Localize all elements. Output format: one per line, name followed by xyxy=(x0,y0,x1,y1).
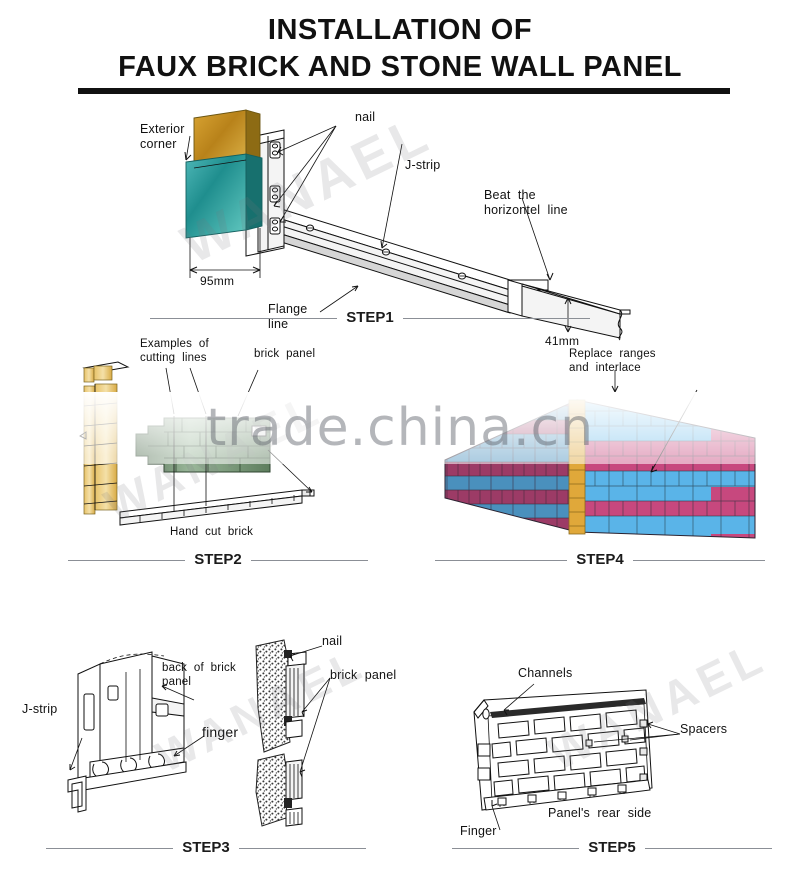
page-title: INSTALLATION OF FAUX BRICK AND STONE WAL… xyxy=(0,12,800,86)
flange-nail-plates xyxy=(269,141,281,235)
finger-clips xyxy=(83,747,187,791)
step2-caption-text: STEP2 xyxy=(194,551,242,568)
cross-section xyxy=(255,639,307,827)
label-nail-s3: nail xyxy=(322,634,343,648)
label-back-of-panel: back of brick panel xyxy=(162,662,236,688)
label-brick-panel-s3: brick panel xyxy=(330,668,397,682)
label-brick-panel-s2: brick panel xyxy=(254,348,316,360)
step2-drawing xyxy=(79,361,315,526)
step2-caption: STEP2 xyxy=(68,551,368,569)
label-hand-cut-brick: Hand cut brick xyxy=(170,526,254,538)
step1-caption-text: STEP1 xyxy=(346,309,394,326)
step5-caption-text: STEP5 xyxy=(588,839,636,856)
caption-rule-left xyxy=(46,848,174,849)
step3-caption: STEP3 xyxy=(46,839,366,857)
step1-caption: STEP1 xyxy=(150,309,590,327)
corner-column-graphic xyxy=(79,361,130,515)
corner-column-step4 xyxy=(568,399,586,535)
label-nail: nail xyxy=(355,110,376,124)
step1-leader-lines xyxy=(184,125,554,313)
j-strip-graphic xyxy=(277,207,631,341)
lower-j-strip-graphic xyxy=(119,489,315,526)
caption-rule-left xyxy=(68,560,186,561)
step1-drawing xyxy=(184,109,631,341)
label-flange-line: Flange line xyxy=(268,302,308,331)
label-spacers: Spacers xyxy=(680,722,728,736)
step3-leader-lines xyxy=(69,645,331,773)
step5-caption: STEP5 xyxy=(452,839,772,857)
caption-rule-right xyxy=(402,318,590,319)
step5-leader-lines xyxy=(491,683,681,831)
step4-caption: STEP4 xyxy=(435,551,765,569)
label-exterior-corner: Exterior corner xyxy=(140,122,185,151)
caption-rule-left xyxy=(452,848,580,849)
left-wall xyxy=(445,400,577,532)
label-cutting-lines: Examples of cutting lines xyxy=(140,338,209,364)
dim-95-graphic xyxy=(189,228,261,278)
label-replace-ranges: Replace ranges and interlace xyxy=(569,348,656,374)
label-dim-95mm: 95mm xyxy=(200,274,235,288)
step2-panel: Examples of cutting lines brick panel Ha… xyxy=(62,338,382,540)
title-line-2: FAUX BRICK AND STONE WALL PANEL xyxy=(118,51,682,84)
label-finger-s5: Finger xyxy=(460,824,497,838)
exterior-corner-graphic xyxy=(185,109,263,239)
brick-panel-graphic xyxy=(135,417,271,473)
step1-panel: Exterior corner nail J-strip Beat the ho… xyxy=(140,100,670,348)
title-underline xyxy=(78,88,730,94)
step5-panel: Channels Spacers Finger Panel's rear sid… xyxy=(442,662,782,840)
j-strip-assembly xyxy=(67,651,187,813)
right-wall xyxy=(577,400,755,538)
label-dim-41mm: 41mm xyxy=(545,334,580,348)
panel-rear-graphic xyxy=(473,689,653,811)
strip-nail-holes xyxy=(305,224,467,280)
label-j-strip-s3: J-strip xyxy=(22,702,58,716)
step3-drawing xyxy=(67,639,331,827)
caption-rule-right xyxy=(644,848,772,849)
label-j-strip: J-strip xyxy=(405,158,441,172)
step5-drawing xyxy=(473,683,681,831)
caption-rule-right xyxy=(238,848,366,849)
label-beat-horizontal-line: Beat the horizontel line xyxy=(484,188,568,217)
brick-cavities xyxy=(491,709,646,797)
title-line-1: INSTALLATION OF xyxy=(267,14,533,46)
label-panel-rear-side: Panel's rear side xyxy=(548,806,652,820)
caption-rule-left xyxy=(150,318,338,319)
step4-caption-text: STEP4 xyxy=(576,551,624,568)
label-finger-s3: finger xyxy=(202,724,239,740)
caption-rule-right xyxy=(632,560,765,561)
step3-panel: J-strip back of brick panel finger nail … xyxy=(22,612,397,838)
caption-rule-left xyxy=(435,560,568,561)
dim-41-graphic xyxy=(564,297,572,333)
step3-caption-text: STEP3 xyxy=(182,839,230,856)
finger-row xyxy=(483,779,651,811)
label-channels: Channels xyxy=(518,666,573,680)
caption-rule-right xyxy=(250,560,368,561)
step4-panel: Replace ranges and interlace xyxy=(425,340,785,545)
